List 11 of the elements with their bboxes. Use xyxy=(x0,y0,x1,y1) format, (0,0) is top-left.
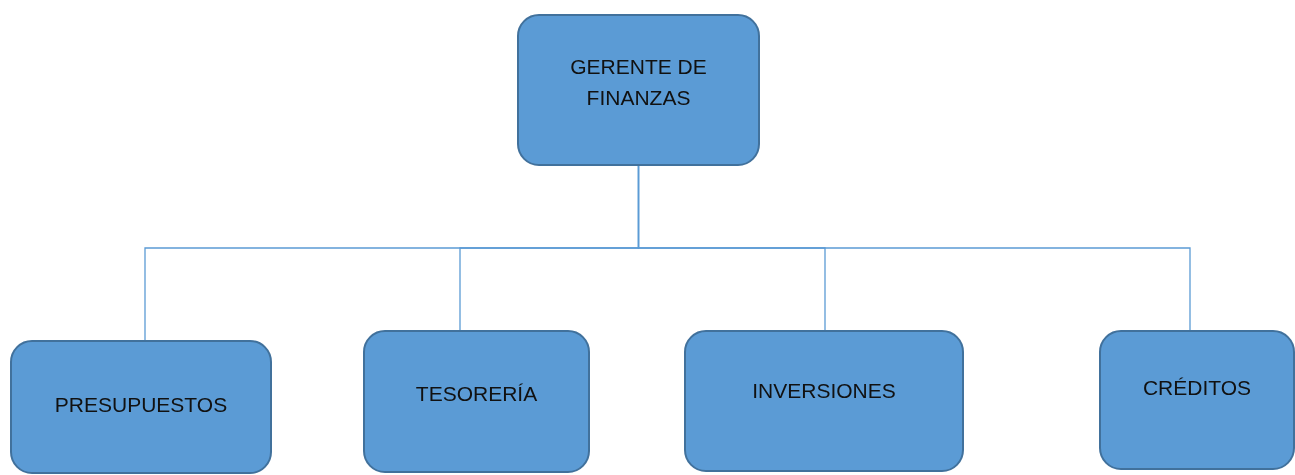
org-box xyxy=(684,330,964,472)
org-box xyxy=(363,330,590,473)
org-box xyxy=(10,340,272,474)
box-label: TESORERÍA xyxy=(414,380,539,407)
box-label: GERENTE DE FINANZAS xyxy=(569,53,708,111)
connector-line xyxy=(637,165,1191,331)
org-box xyxy=(517,14,760,166)
box-label: CRÉDITOS xyxy=(1141,375,1253,402)
org-box xyxy=(1099,330,1295,470)
box-label: INVERSIONES xyxy=(751,378,897,405)
box-label: PRESUPUESTOS xyxy=(53,392,229,419)
